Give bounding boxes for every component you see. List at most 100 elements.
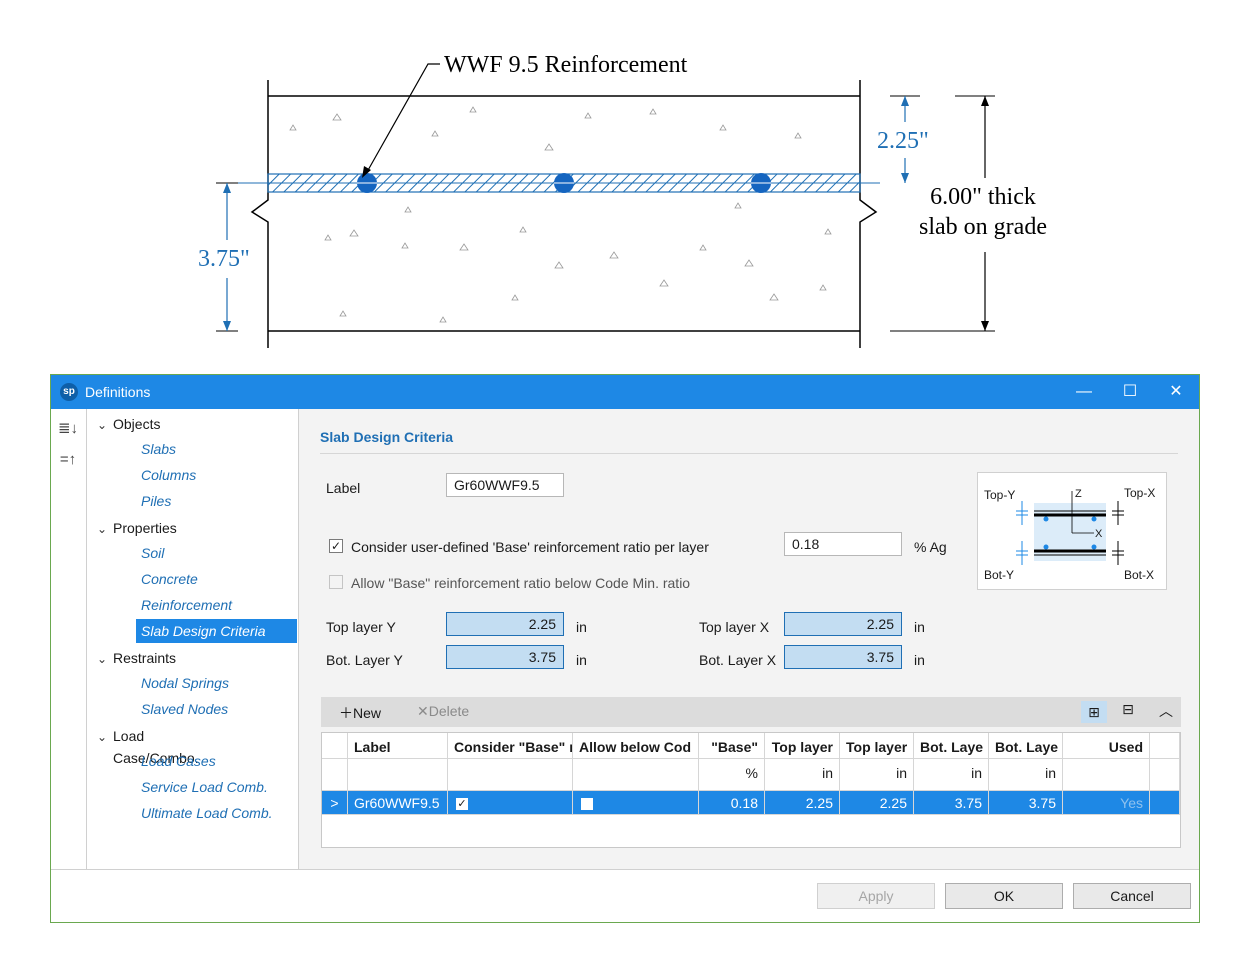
mini-bot-y: Bot-Y <box>984 568 1014 582</box>
sort-ascending-icon[interactable]: =↑ <box>59 451 77 468</box>
column-header: Allow below Cod <box>573 733 699 759</box>
sort-descending-icon[interactable]: ≣↓ <box>57 420 79 437</box>
column-header: Top layer <box>840 733 914 759</box>
cancel-button[interactable]: Cancel <box>1073 883 1191 909</box>
tree-item[interactable]: Reinforcement <box>141 597 233 613</box>
consider-cell-checkbox[interactable]: ✓ <box>456 798 468 811</box>
grid-corner <box>322 759 348 791</box>
delete-button[interactable]: ✕Delete <box>417 703 470 719</box>
ok-button[interactable]: OK <box>945 883 1063 909</box>
dialog-footer: Apply OK Cancel <box>51 869 1199 922</box>
expand-rows-icon[interactable]: ⊞ <box>1081 701 1107 723</box>
label-input[interactable]: Gr60WWF9.5 <box>446 473 564 497</box>
tree-category-label: Load Case/Combo. <box>113 728 199 766</box>
bot-layer-y-label: Bot. Layer Y <box>326 652 403 668</box>
top-layer-y-label: Top layer Y <box>326 619 396 635</box>
top-layer-y-unit: in <box>576 619 587 635</box>
tree-item[interactable]: Slaved Nodes <box>141 701 229 717</box>
allow-below-label: Allow "Base" reinforcement ratio below C… <box>351 575 691 591</box>
cell-consider[interactable]: ✓ <box>448 791 573 815</box>
grid-toolbar: ＋New ✕Delete ⊞ ⊟ ︿ <box>321 697 1181 727</box>
base-ratio-input[interactable]: 0.18 <box>784 532 902 556</box>
row-selector[interactable]: > <box>322 791 348 815</box>
bot-layer-y-unit: in <box>576 652 587 668</box>
column-header: Bot. Laye <box>914 733 989 759</box>
delete-x-icon: ✕ <box>417 703 429 719</box>
tree-item[interactable]: Load Cases <box>141 753 216 769</box>
mini-top-y: Top-Y <box>984 488 1015 502</box>
top-layer-y-input[interactable]: 2.25 <box>446 612 564 636</box>
cell-top-layer[interactable]: 2.25 <box>840 791 914 815</box>
tree-item[interactable]: Soil <box>141 545 165 561</box>
column-unit: in <box>914 759 989 791</box>
tree-toolbar: ≣↓ =↑ <box>51 409 87 870</box>
column-unit <box>448 759 573 791</box>
minimize-button[interactable]: — <box>1076 383 1092 400</box>
column-unit: in <box>765 759 840 791</box>
tree-item[interactable]: Slabs <box>141 441 177 457</box>
tree-item[interactable]: Nodal Springs <box>141 675 229 691</box>
grid-spacer[interactable] <box>1150 791 1180 815</box>
top-layer-x-input[interactable]: 2.25 <box>784 612 902 636</box>
bot-layer-x-input[interactable]: 3.75 <box>784 645 902 669</box>
tree-item[interactable]: Slab Design Criteria <box>136 619 297 643</box>
aggregate-texture <box>289 106 832 323</box>
title-bar[interactable]: sp Definitions — ☐ ✕ <box>51 375 1199 409</box>
tree-item[interactable]: Ultimate Load Comb. <box>141 805 273 821</box>
allow-cell-checkbox[interactable] <box>581 798 593 811</box>
tree-category[interactable]: ⌄ Load Case/Combo. <box>91 725 199 766</box>
mini-axis-z: Z <box>1075 488 1082 500</box>
cell-label[interactable]: Gr60WWF9.5 <box>348 791 448 815</box>
close-button[interactable]: ✕ <box>1169 383 1183 400</box>
cell-top-layer[interactable]: 2.25 <box>765 791 840 815</box>
mini-bot-x: Bot-X <box>1124 568 1154 582</box>
chevron-down-icon[interactable]: ⌄ <box>96 730 108 744</box>
content-panel: Slab Design Criteria Label Gr60WWF9.5 ✓ … <box>299 409 1199 870</box>
top-layer-x-unit: in <box>914 619 925 635</box>
cell-base[interactable]: 0.18 <box>699 791 765 815</box>
layer-diagram: Top-Y Top-X Bot-Y Bot-X Z X <box>977 472 1167 590</box>
tree-item[interactable]: Piles <box>141 493 172 509</box>
tree-category-label: Restraints <box>113 650 177 666</box>
chevron-down-icon[interactable]: ⌄ <box>96 652 108 666</box>
tree-category[interactable]: ⌄ Properties <box>91 517 177 539</box>
cell-used[interactable]: Yes <box>1063 791 1150 815</box>
column-unit: % <box>699 759 765 791</box>
mini-axis-x: X <box>1095 528 1103 540</box>
chevron-down-icon[interactable]: ⌄ <box>96 418 108 432</box>
collapse-rows-icon[interactable]: ⊟ <box>1122 701 1134 717</box>
column-unit: in <box>989 759 1063 791</box>
column-unit: in <box>840 759 914 791</box>
maximize-button[interactable]: ☐ <box>1122 383 1138 400</box>
chevron-up-icon[interactable]: ︿ <box>1159 703 1173 719</box>
grid-spacer <box>1150 733 1180 759</box>
column-header: Label <box>348 733 448 759</box>
column-header: "Base" <box>699 733 765 759</box>
bot-layer-x-label: Bot. Layer X <box>699 652 777 668</box>
bot-layer-y-input[interactable]: 3.75 <box>446 645 564 669</box>
consider-base-checkbox[interactable]: ✓ <box>329 539 343 553</box>
new-button[interactable]: ＋New <box>339 705 382 721</box>
tree-category-label: Properties <box>113 520 177 536</box>
tree-item[interactable]: Concrete <box>141 571 198 587</box>
section-divider <box>320 453 1178 454</box>
column-header: Used <box>1063 733 1150 759</box>
apply-button[interactable]: Apply <box>817 883 935 909</box>
cell-allow[interactable] <box>573 791 699 815</box>
tree-item[interactable]: Service Load Comb. <box>141 779 268 795</box>
tree-category[interactable]: ⌄ Objects <box>91 413 161 435</box>
consider-base-label: Consider user-defined 'Base' reinforceme… <box>351 539 709 555</box>
tree-category-label: Objects <box>113 416 161 432</box>
label-caption: Label <box>326 480 361 496</box>
tree-category[interactable]: ⌄ Restraints <box>91 647 176 669</box>
cell-bot-layer[interactable]: 3.75 <box>989 791 1063 815</box>
top-layer-x-label: Top layer X <box>699 619 770 635</box>
column-unit <box>573 759 699 791</box>
cell-bot-layer[interactable]: 3.75 <box>914 791 989 815</box>
tree-item[interactable]: Columns <box>141 467 197 483</box>
chevron-down-icon[interactable]: ⌄ <box>96 522 108 536</box>
column-unit <box>348 759 448 791</box>
allow-below-checkbox[interactable] <box>329 575 343 589</box>
